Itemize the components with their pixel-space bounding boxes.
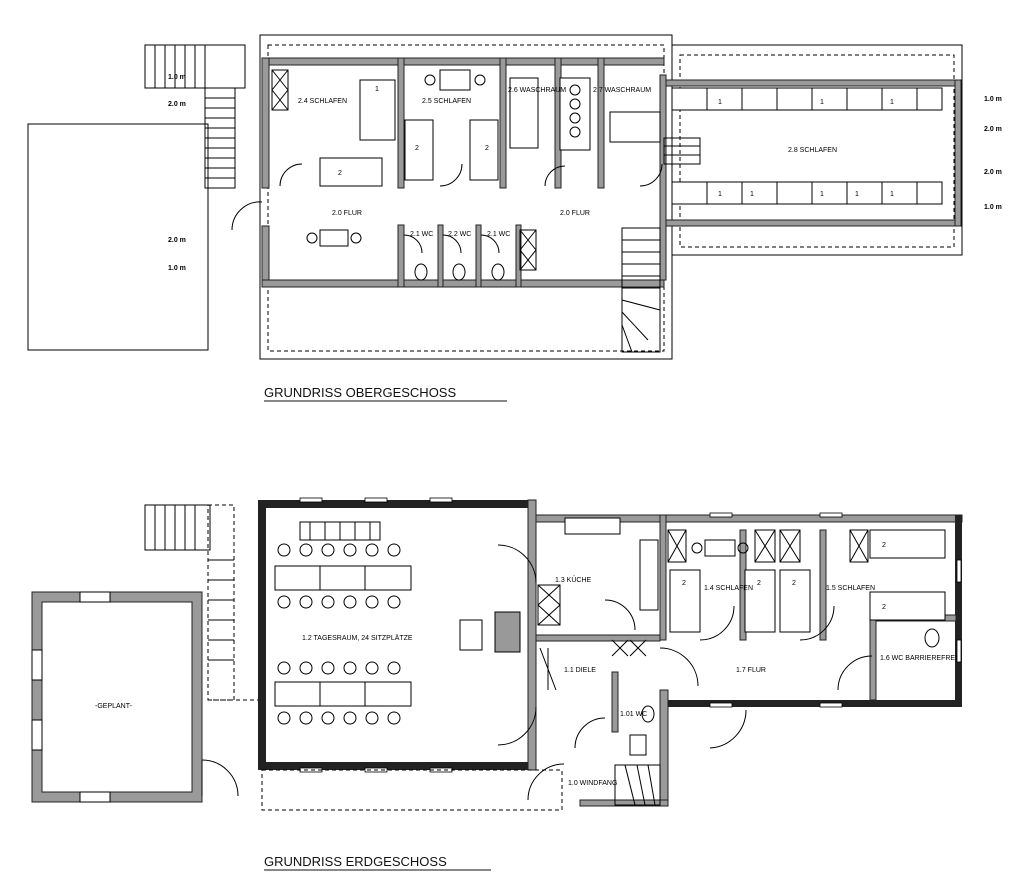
bed-number: 1 bbox=[375, 86, 379, 93]
room-1-2-label: 1.2 TAGESRAUM, 24 SITZPLÄTZE bbox=[302, 634, 413, 642]
bed-number: 1 bbox=[890, 191, 894, 198]
planned-annex bbox=[31, 591, 239, 803]
bed-number: 1 bbox=[820, 99, 824, 106]
room-1-01-label: 1.01 WC bbox=[620, 711, 647, 718]
bed-number: 2 bbox=[485, 145, 489, 152]
wc-2-2-label: 2.2 WC bbox=[448, 231, 471, 238]
bed-number: 1 bbox=[718, 191, 722, 198]
exterior-stair-ground bbox=[144, 504, 258, 701]
bed-number: 1 bbox=[820, 191, 824, 198]
dim-left-top: 1.0 m bbox=[168, 74, 186, 81]
room-1-4-label: 1.4 SCHLAFEN bbox=[704, 585, 753, 592]
bed-number: 2 bbox=[882, 542, 886, 549]
bed-number: 2 bbox=[882, 604, 886, 611]
room-1-3-label: 1.3 KÜCHE bbox=[555, 576, 592, 584]
upper-walls bbox=[261, 57, 962, 288]
upper-east-wing-outline bbox=[671, 44, 963, 256]
room-1-0-label: 1.0 WINDFANG bbox=[568, 780, 617, 787]
bed-number: 2 bbox=[682, 580, 686, 587]
room-2-7-label: 2.7 WASCHRAUM bbox=[593, 87, 651, 94]
bed-number: 2 bbox=[757, 580, 761, 587]
dim-left-mid: 2.0 m bbox=[168, 101, 186, 108]
bed-number: 2 bbox=[792, 580, 796, 587]
upper-floor-plan: 1.0 m 2.0 m 2.0 m 1.0 m 1.0 m 2.0 m 2.0 … bbox=[27, 34, 1002, 360]
upper-flur-left-label: 2.0 FLUR bbox=[332, 210, 362, 217]
planned-annex-label: -GEPLANT- bbox=[95, 703, 133, 710]
room-1-7-label: 1.7 FLUR bbox=[736, 667, 766, 674]
ground-inner-stair bbox=[299, 521, 661, 806]
ground-walls bbox=[258, 499, 963, 807]
caption-upper-floor: GRUNDRISS OBERGESCHOSS bbox=[264, 385, 456, 400]
dining-tables bbox=[274, 543, 521, 725]
dim-right-2: 2.0 m bbox=[984, 126, 1002, 133]
upper-inner-stair bbox=[621, 137, 701, 353]
dim-right-4: 1.0 m bbox=[984, 204, 1002, 211]
dim-right-1: 1.0 m bbox=[984, 96, 1002, 103]
wc-2-1b-label: 2.1 WC bbox=[487, 231, 510, 238]
room-2-8-label: 2.8 SCHLAFEN bbox=[788, 147, 837, 154]
ground-beds bbox=[629, 529, 946, 756]
room-1-1-label: 1.1 DIELE bbox=[564, 667, 596, 674]
upper-beds bbox=[231, 69, 943, 281]
room-1-5-label: 1.5 SCHLAFEN bbox=[826, 585, 875, 592]
bed-number: 1 bbox=[750, 191, 754, 198]
dim-left-low2: 1.0 m bbox=[168, 265, 186, 272]
bed-number: 2 bbox=[415, 145, 419, 152]
caption-ground-floor: GRUNDRISS ERDGESCHOSS bbox=[264, 854, 447, 869]
room-1-6-label: 1.6 WC BARRIEREFREI bbox=[880, 655, 957, 662]
adjacent-roof-block bbox=[27, 123, 209, 351]
bed-number: 1 bbox=[718, 99, 722, 106]
dim-right-3: 2.0 m bbox=[984, 169, 1002, 176]
dim-left-low1: 2.0 m bbox=[168, 237, 186, 244]
bed-number: 1 bbox=[855, 191, 859, 198]
kitchen-fittings bbox=[537, 517, 659, 626]
room-2-5-label: 2.5 SCHLAFEN bbox=[422, 98, 471, 105]
ground-floor-plan: 1.2 TAGESRAUM, 24 SITZPLÄTZE 1.3 KÜCHE 1… bbox=[31, 497, 963, 811]
ground-doors bbox=[497, 544, 873, 801]
bed-number: 1 bbox=[890, 99, 894, 106]
exterior-stair-upper bbox=[144, 44, 246, 189]
bed-number: 2 bbox=[338, 170, 342, 177]
wc-2-1a-label: 2.1 WC bbox=[410, 231, 433, 238]
room-2-4-label: 2.4 SCHLAFEN bbox=[298, 98, 347, 105]
room-2-6-label: 2.6 WASCHRAUM bbox=[508, 87, 566, 94]
upper-flur-right-label: 2.0 FLUR bbox=[560, 210, 590, 217]
